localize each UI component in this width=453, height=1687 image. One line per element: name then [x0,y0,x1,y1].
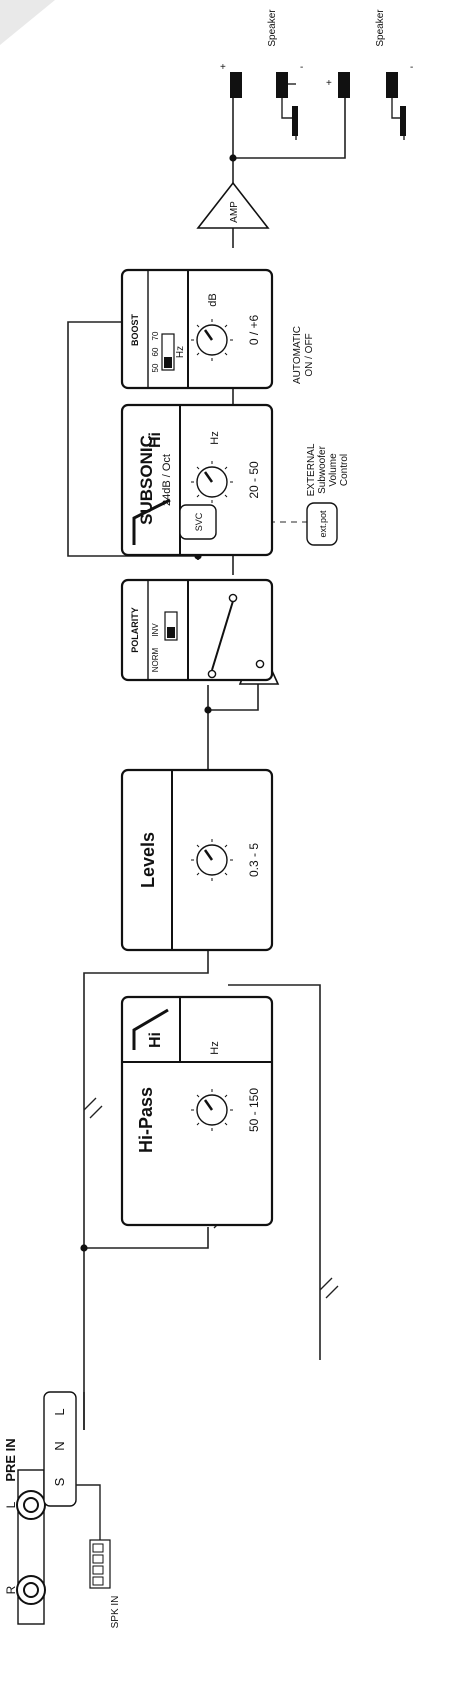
svc-block: SVC [179,504,217,540]
ext-pot-line4: Control [339,454,350,486]
hipass-range: 50 - 150 [247,1088,261,1132]
amp-symbol: AMP [196,181,270,229]
speaker-b-prefix: Speaker [375,9,386,47]
boost-switch-thumb [164,357,172,368]
speaker-b-plus: + [326,78,332,89]
boost-freq-60: 60 [151,347,160,356]
speaker-a-terminal-plus [230,72,242,98]
speaker-b: + - Speaker B [326,9,413,140]
boost-freq-unit: Hz [175,346,186,358]
speaker-b-minus: - [410,62,413,73]
junction-dot [229,154,237,162]
pre-in-panel: L N S SPK IN PRE IN L R [3,1391,121,1629]
boost-title: BOOST [130,314,140,347]
polarity-opt-norm: NORM [151,647,160,672]
ext-pot-line1: EXTERNAL [306,443,317,496]
speaker-b-terminal-plus [338,72,350,98]
pre-in-left-label: L [4,1501,18,1508]
pre-in-terminal-block [43,1391,77,1507]
boost-range: 0 / +6 [247,314,261,345]
levels-range: 0.3 - 5 [247,843,261,877]
subsonic-slope-icon [132,498,171,545]
levels-title: Levels [138,832,158,888]
polarity-block: POLARITY NORM INV [120,578,274,682]
speaker-a-prefix: Speaker [267,9,278,47]
ext-pot-line3: Volume [328,453,339,487]
polarity-switch-thumb [167,627,175,638]
boost-freq-50: 50 [151,363,160,372]
pre-in-right-label: R [4,1585,18,1594]
subsonic-slope: 24dB / Oct [161,454,173,506]
subsonic-unit: Hz [209,431,221,444]
subsonic-range: 20 - 50 [247,461,261,499]
polarity-opt-inv: INV [151,623,160,637]
speaker-a-terminal-minus [276,72,288,98]
polarity-title: POLARITY [130,607,140,653]
pre-in-terminal-n: N [52,1441,67,1450]
subsonic-badge: Hi [147,432,164,448]
speaker-b-terminal-minus [386,72,398,98]
hipass-block: Hi Hi-Pass Hz 50 - 150 [120,995,274,1227]
amp-label: AMP [229,201,240,223]
svc-label: SVC [194,512,204,531]
svc-auto-line2: ON / OFF [304,333,315,376]
boost-freq-70: 70 [151,331,160,340]
ext-pot-box: ext.pot [306,502,338,546]
junction-dot [80,1244,88,1252]
pre-in-terminal-l: L [52,1408,67,1415]
subsonic-title: SUBSONIC [137,435,156,525]
boost-unit: dB [207,293,219,306]
speaker-a: + - Speaker A [220,9,303,140]
highpass-slope-icon [132,1008,169,1050]
corner-watermark [0,0,55,45]
ext-pot-label: ext.pot [318,510,328,538]
speaker-a-plus: + [220,62,226,73]
spk-in-label: SPK IN [110,1596,121,1629]
speaker-a-minus: - [300,62,303,73]
junction-dot [204,706,212,714]
pre-in-terminal-s: S [52,1477,67,1486]
levels-block: Levels 0.3 - 5 [120,768,274,952]
pre-in-title: PRE IN [3,1438,18,1481]
boost-box-real: BOOST 50 60 70 Hz dB 0 / +6 [120,268,274,390]
svc-auto-line1: AUTOMATIC [292,326,303,384]
hipass-badge: Hi [147,1032,164,1048]
hipass-title: Hi-Pass [136,1087,156,1153]
hipass-unit: Hz [209,1041,221,1054]
ext-pot-line2: Subwoofer [317,445,328,493]
subsonic-block: Hi SUBSONIC 24dB / Oct Hz 20 - 50 [120,403,274,557]
